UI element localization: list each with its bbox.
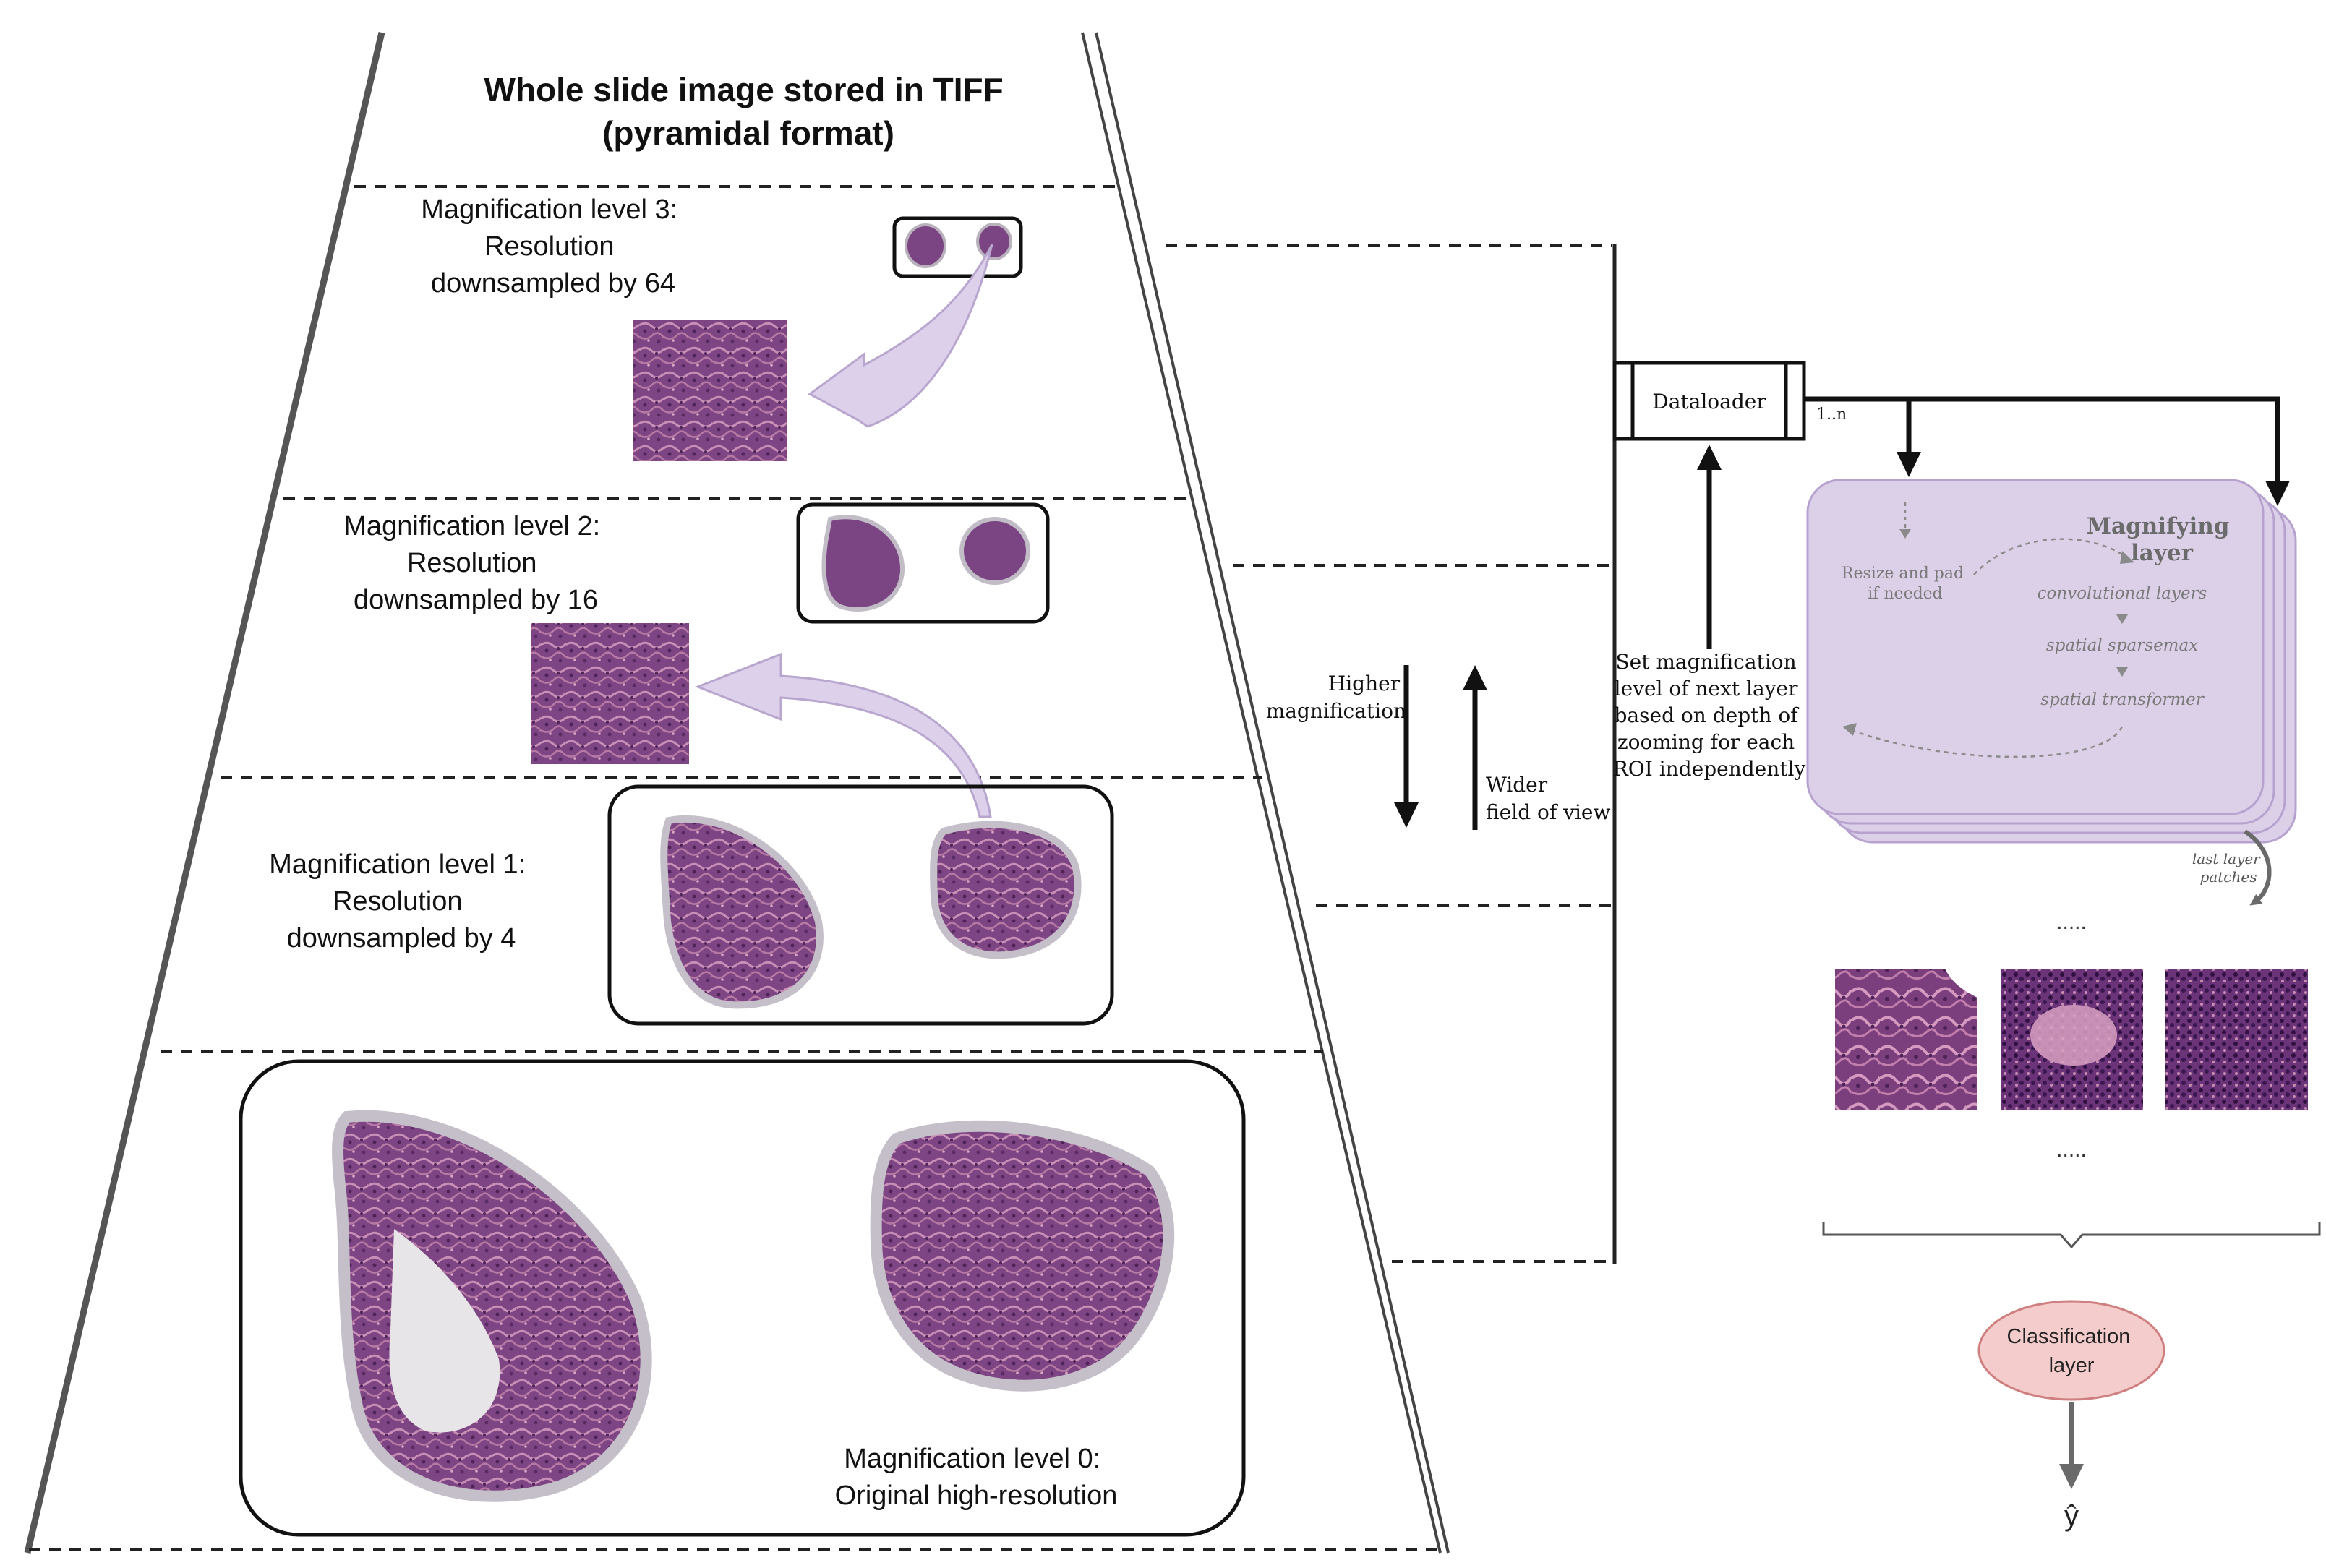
level-2-zoomed-patch <box>531 623 689 764</box>
level-3-tissue-right <box>976 223 1012 260</box>
dataloader-multiplicity: 1..n <box>1816 406 1847 424</box>
transformer-feedback-arrow <box>1850 726 2124 758</box>
pyramid-right-edge-outer <box>1081 32 1442 1554</box>
output-patches: ..... ..... <box>1822 910 2321 1249</box>
level-1-tissue-right <box>930 821 1082 959</box>
feedback-arrowhead <box>1697 445 1722 470</box>
level-3-zoomed-patch <box>633 320 787 461</box>
higher-magnification-arrowhead <box>1394 802 1419 828</box>
wider-view-label: Wider field of view <box>1486 773 1610 824</box>
last-layer-arrow <box>2244 829 2272 906</box>
level-0-tissue-left-gap <box>389 1229 500 1433</box>
ellipsis-top: ..... <box>2056 910 2087 934</box>
wider-view-arrowhead <box>1463 665 1487 690</box>
level-3-slide-box <box>892 216 1023 278</box>
level-2-caption: Magnification level 2: Resolution downsa… <box>343 511 607 615</box>
layer-card-front <box>1806 479 2265 815</box>
patches-brace <box>1822 1222 2321 1249</box>
step-convolutional: convolutional layers <box>2038 584 2207 603</box>
ellipsis-bottom: ..... <box>2056 1138 2087 1162</box>
level-3-tissue-left <box>905 223 946 268</box>
step-sparsemax: spatial sparsemax <box>2046 636 2198 655</box>
dataloader-label: Dataloader <box>1652 390 1766 414</box>
level-2-tissue-right <box>959 517 1030 585</box>
classification-label: Classification layer <box>2007 1325 2137 1377</box>
pyramid-title: Whole slide image stored in TIFF (pyrami… <box>484 71 1013 152</box>
level-3-zoom-arrow <box>808 244 993 428</box>
level-3-section: Magnification level 3: Resolution downsa… <box>421 194 1023 461</box>
magnifying-layer-title: Magnifying layer <box>2087 513 2238 566</box>
title-line-2: (pyramidal format) <box>602 114 894 152</box>
dataloader-block[interactable]: Dataloader 1..n Set magnification level … <box>1612 361 2290 781</box>
magnifying-layer-stack: Magnifying layer Resize and pad if neede… <box>1806 479 2297 906</box>
level-0-tissue-left <box>332 1110 652 1502</box>
resize-to-conv-arrow <box>1973 538 2126 575</box>
dataloader-to-layer-line <box>1804 396 2280 484</box>
level-0-section: Magnification level 0: Original high-res… <box>239 1059 1246 1537</box>
output-patch-3 <box>2165 969 2308 1110</box>
title-line-1: Whole slide image stored in TIFF <box>484 71 1004 108</box>
level-3-caption: Magnification level 3: Resolution downsa… <box>421 194 685 299</box>
level-2-tissue-left <box>821 515 905 612</box>
classification-node <box>1977 1300 2165 1401</box>
pyramid-left-edge <box>24 31 385 1554</box>
level-1-section: Magnification level 1: Resolution downsa… <box>269 784 1114 1026</box>
output-patch-1 <box>1835 969 1977 1110</box>
level-1-caption: Magnification level 1: Resolution downsa… <box>269 849 533 954</box>
feedback-label: Set magnification level of next layer ba… <box>1613 650 1806 781</box>
level-1-tissue-left <box>660 815 824 1009</box>
resize-pad-label: Resize and pad if needed <box>1842 565 1969 603</box>
level-connectors <box>1166 244 1617 1264</box>
level-1-slide-box <box>607 784 1114 1026</box>
zoom-direction: Higher magnification Wider field of view <box>1266 665 1610 830</box>
level-0-tissue-right <box>870 1120 1175 1392</box>
step-spatial-transformer: spatial transformer <box>2040 690 2205 709</box>
higher-magnification-label: Higher magnification <box>1266 672 1406 723</box>
classification-block: Classification layer ŷ <box>1977 1300 2165 1532</box>
last-layer-patches-label: last layer patches <box>2192 850 2265 886</box>
level-2-section: Magnification level 2: Resolution downsa… <box>343 502 1050 818</box>
pyramid-frame <box>24 31 1450 1554</box>
level-2-slide-box <box>796 502 1050 624</box>
prediction-output: ŷ <box>2064 1500 2079 1532</box>
level-0-caption: Magnification level 0: Original high-res… <box>835 1444 1118 1511</box>
level-0-slide-box <box>239 1059 1246 1537</box>
level-2-zoom-arrow <box>694 652 992 818</box>
pyramid-right-edge-inner <box>1095 32 1450 1554</box>
